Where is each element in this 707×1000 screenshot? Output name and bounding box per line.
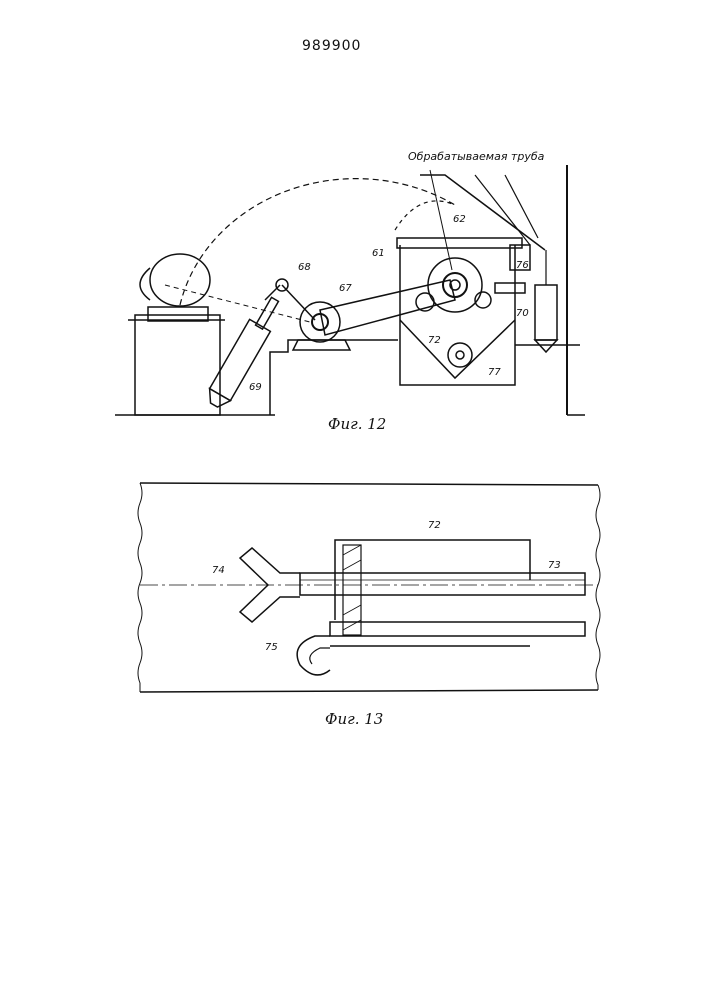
fig13-label-73: 73: [548, 560, 561, 571]
hook-75: [297, 636, 330, 675]
roller-72: [428, 258, 482, 312]
step-platform: [270, 340, 398, 415]
label-76: 76: [516, 260, 529, 271]
motor-body: [150, 254, 210, 306]
roller-77: [448, 343, 472, 367]
label-69: 69: [249, 382, 262, 393]
label-68: 68: [298, 262, 311, 273]
figure-12-caption: Фиг. 12: [328, 415, 386, 433]
pulley-lever: [300, 302, 340, 342]
figure-13-drawing: 72 73 74 75: [138, 483, 600, 692]
label-77: 77: [488, 367, 501, 378]
housing-61: [400, 245, 515, 385]
label-70: 70: [516, 308, 529, 319]
motor-stand: [135, 315, 220, 415]
fig13-label-74: 74: [212, 565, 225, 576]
label-67: 67: [339, 283, 352, 294]
annotation-worked-pipe: Обрабатываемая труба: [408, 150, 545, 163]
cylinder-70: [535, 285, 557, 340]
fig13-label-75: 75: [265, 642, 278, 653]
motor-base: [148, 307, 208, 321]
swing-arc: [180, 179, 455, 305]
label-72: 72: [428, 335, 441, 346]
label-62: 62: [453, 214, 466, 225]
label-61: 61: [372, 248, 385, 259]
figure-13-caption: Фиг. 13: [325, 710, 383, 728]
fig13-label-72: 72: [428, 520, 441, 531]
